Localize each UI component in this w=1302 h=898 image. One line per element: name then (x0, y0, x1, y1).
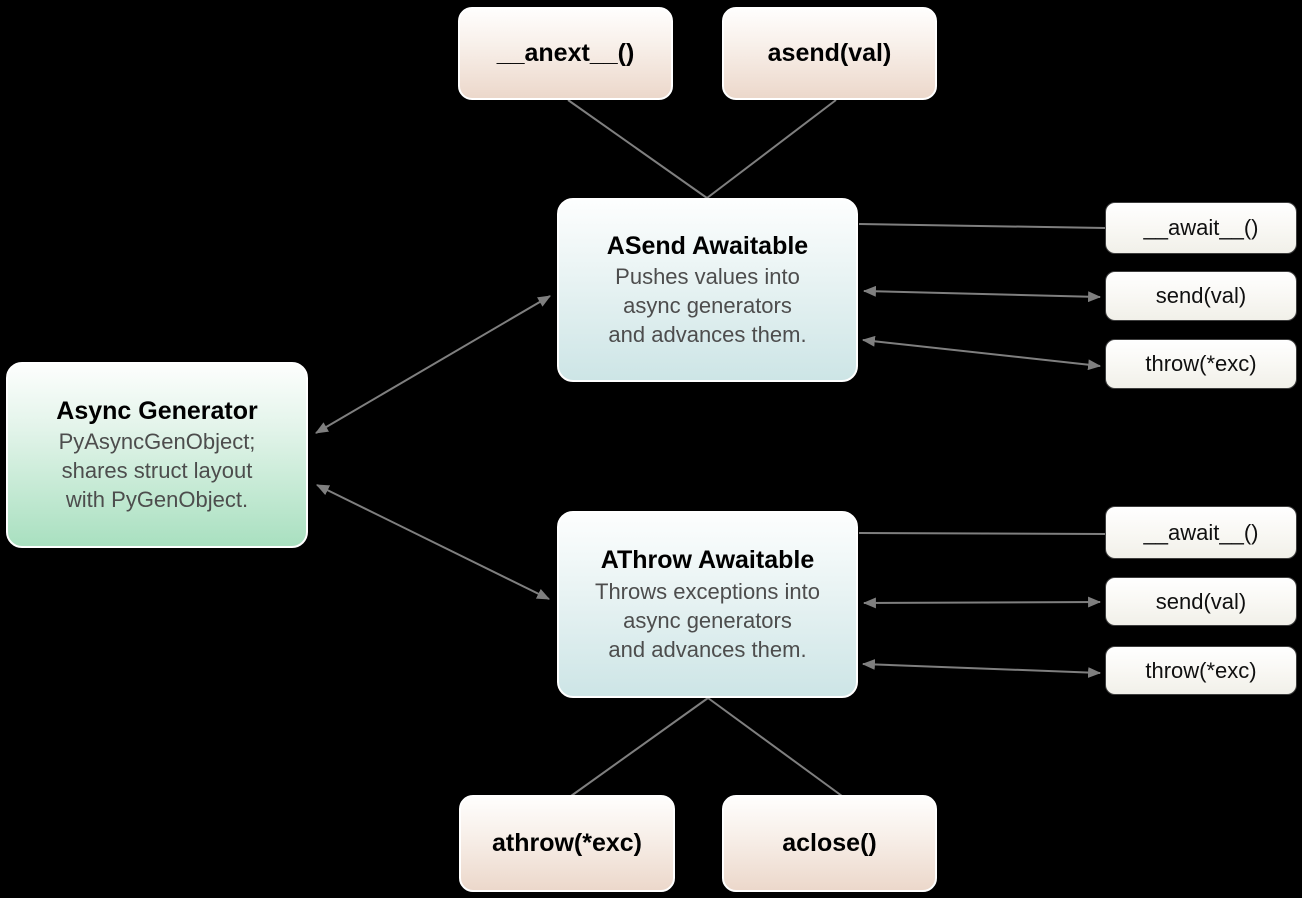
connector-asend-awaitable-send-a (862, 285, 1102, 303)
connector-athrow-awaitable-send-b (862, 596, 1102, 609)
async-generator-description: PyAsyncGenObject; shares struct layout w… (58, 429, 256, 513)
connector-athrow-awaitable-to-athrow-method (570, 697, 709, 797)
athrow-method-label: athrow(*exc) (491, 829, 643, 857)
node-await-method-athrow: __await__() (1105, 506, 1297, 559)
node-async-generator: Async Generator PyAsyncGenObject; shares… (6, 362, 308, 548)
connector-asend-to-asend-awaitable (706, 99, 837, 199)
node-athrow-awaitable: AThrow Awaitable Throws exceptions into … (557, 511, 858, 698)
connector-asend-awaitable-throw-a (861, 335, 1102, 371)
asend-awaitable-description: Pushes values into async generators and … (608, 264, 807, 348)
node-throw-method-asend: throw(*exc) (1105, 339, 1297, 389)
athrow-awaitable-title: AThrow Awaitable (600, 546, 815, 575)
async-generator-title: Async Generator (56, 396, 258, 425)
node-athrow-method: athrow(*exc) (459, 795, 675, 892)
asend-awaitable-title: ASend Awaitable (606, 231, 809, 260)
athrow-awaitable-description: Throws exceptions into async generators … (595, 578, 820, 662)
connector-athrow-awaitable-to-await-b (858, 532, 1106, 535)
node-asend-method: asend(val) (722, 7, 937, 100)
aclose-method-label: aclose() (782, 829, 877, 857)
await-athrow-label: __await__() (1143, 519, 1259, 545)
throw-athrow-label: throw(*exc) (1145, 657, 1257, 683)
throw-asend-label: throw(*exc) (1145, 351, 1257, 376)
node-send-method-athrow: send(val) (1105, 577, 1297, 626)
connector-athrow-awaitable-to-aclose (707, 697, 843, 797)
send-athrow-label: send(val) (1155, 588, 1247, 614)
connector-anext-to-asend-awaitable (567, 99, 708, 199)
node-await-method-asend: __await__() (1105, 202, 1297, 254)
node-send-method-asend: send(val) (1105, 271, 1297, 321)
node-throw-method-athrow: throw(*exc) (1105, 646, 1297, 695)
send-asend-label: send(val) (1155, 283, 1247, 308)
connector-asend-awaitable-to-await-a (858, 223, 1106, 229)
connector-asyncgen-asend-awaitable (315, 295, 551, 434)
connector-athrow-awaitable-throw-b (861, 659, 1102, 678)
node-asend-label: asend(val) (767, 39, 892, 67)
await-asend-label: __await__() (1143, 215, 1259, 240)
node-anext-label: __anext__() (496, 39, 635, 67)
node-anext-method: __anext__() (458, 7, 673, 100)
connector-asyncgen-athrow-awaitable (316, 484, 550, 600)
node-asend-awaitable: ASend Awaitable Pushes values into async… (557, 198, 858, 382)
node-aclose-method: aclose() (722, 795, 937, 892)
